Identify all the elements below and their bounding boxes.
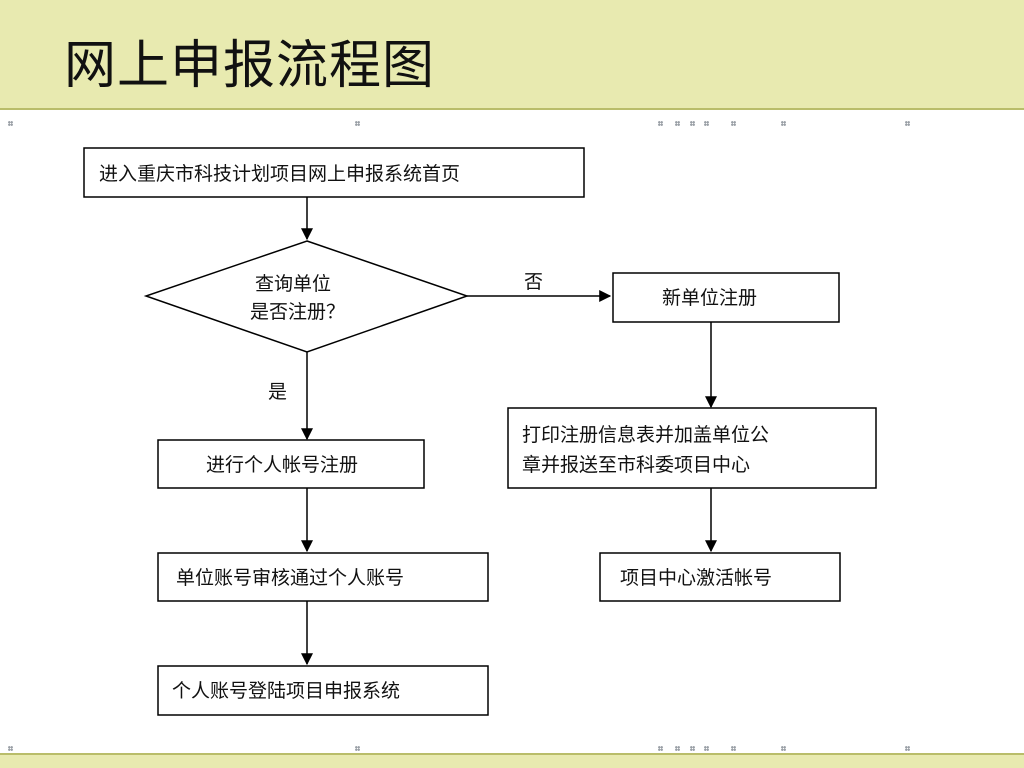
node-print-label-line2: 章并报送至市科委项目中心	[522, 454, 750, 476]
decision-label-line1: 查询单位	[255, 273, 331, 295]
dot-marker	[781, 746, 786, 751]
dot-marker	[355, 121, 360, 126]
node-box	[157, 552, 489, 602]
node-activate-label: 项目中心激活帐号	[620, 567, 772, 589]
dot-marker	[704, 746, 709, 751]
dot-marker	[658, 746, 663, 751]
dot-marker	[704, 121, 709, 126]
node-box	[612, 272, 840, 323]
node-personal-register: 进行个人帐号注册	[157, 439, 425, 489]
dot-marker	[8, 121, 13, 126]
dot-marker	[675, 121, 680, 126]
dot-marker	[658, 121, 663, 126]
header-band	[0, 0, 1024, 108]
header-divider	[0, 108, 1024, 110]
dot-marker	[355, 746, 360, 751]
node-new-unit-label: 新单位注册	[662, 287, 757, 309]
node-box	[83, 147, 585, 198]
edges	[301, 197, 717, 666]
node-activate: 项目中心激活帐号	[599, 552, 841, 602]
dot-marker	[905, 746, 910, 751]
dot-marker	[675, 746, 680, 751]
node-box	[157, 665, 489, 716]
dot-marker	[690, 121, 695, 126]
dot-marker	[731, 746, 736, 751]
dot-marker	[905, 121, 910, 126]
node-print: 打印注册信息表并加盖单位公 章并报送至市科委项目中心	[507, 407, 877, 489]
node-decision: 查询单位 是否注册？	[143, 240, 470, 353]
edge-label-yes: 是	[268, 381, 287, 403]
page-title: 网上申报流程图	[64, 36, 436, 96]
node-start: 进入重庆市科技计划项目网上申报系统首页	[83, 147, 585, 198]
edge-label-no: 否	[524, 271, 543, 293]
dot-marker	[690, 746, 695, 751]
node-login-label: 个人账号登陆项目申报系统	[172, 680, 400, 702]
node-new-unit: 新单位注册	[612, 272, 840, 323]
decision-label-line2: 是否注册？	[250, 301, 345, 323]
node-unit-approve-label: 单位账号审核通过个人账号	[176, 567, 404, 589]
dot-marker	[8, 746, 13, 751]
node-box	[157, 439, 425, 489]
footer-divider	[0, 753, 1024, 755]
node-box	[507, 407, 877, 489]
node-print-label-line1: 打印注册信息表并加盖单位公	[522, 424, 769, 446]
node-unit-approve: 单位账号审核通过个人账号	[157, 552, 489, 602]
footer-band	[0, 755, 1024, 768]
node-box	[599, 552, 841, 602]
node-personal-register-label: 进行个人帐号注册	[206, 454, 358, 476]
dot-marker	[781, 121, 786, 126]
decision-diamond	[143, 240, 470, 353]
node-login: 个人账号登陆项目申报系统	[157, 665, 489, 716]
dot-marker	[731, 121, 736, 126]
node-start-label: 进入重庆市科技计划项目网上申报系统首页	[99, 163, 460, 185]
